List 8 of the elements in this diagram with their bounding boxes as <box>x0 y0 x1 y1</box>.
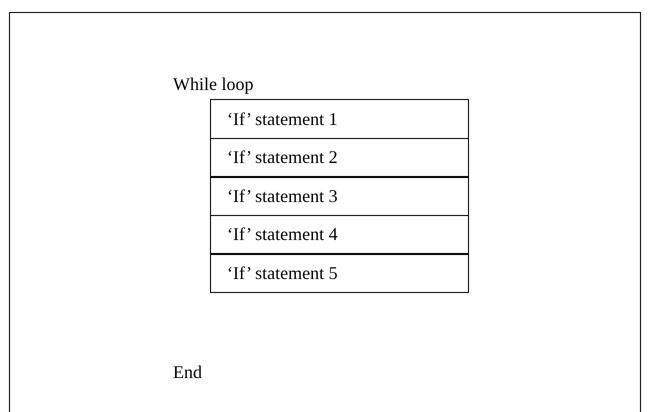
statement-box: ‘If’ statement 4 <box>210 214 469 254</box>
loop-frame <box>9 12 641 412</box>
statement-box: ‘If’ statement 2 <box>210 138 469 178</box>
statement-box: ‘If’ statement 5 <box>210 253 469 293</box>
loop-heading: While loop <box>173 73 254 95</box>
statement-box: ‘If’ statement 3 <box>210 176 469 216</box>
statement-box: ‘If’ statement 1 <box>210 99 469 139</box>
loop-end-label: End <box>173 361 202 383</box>
